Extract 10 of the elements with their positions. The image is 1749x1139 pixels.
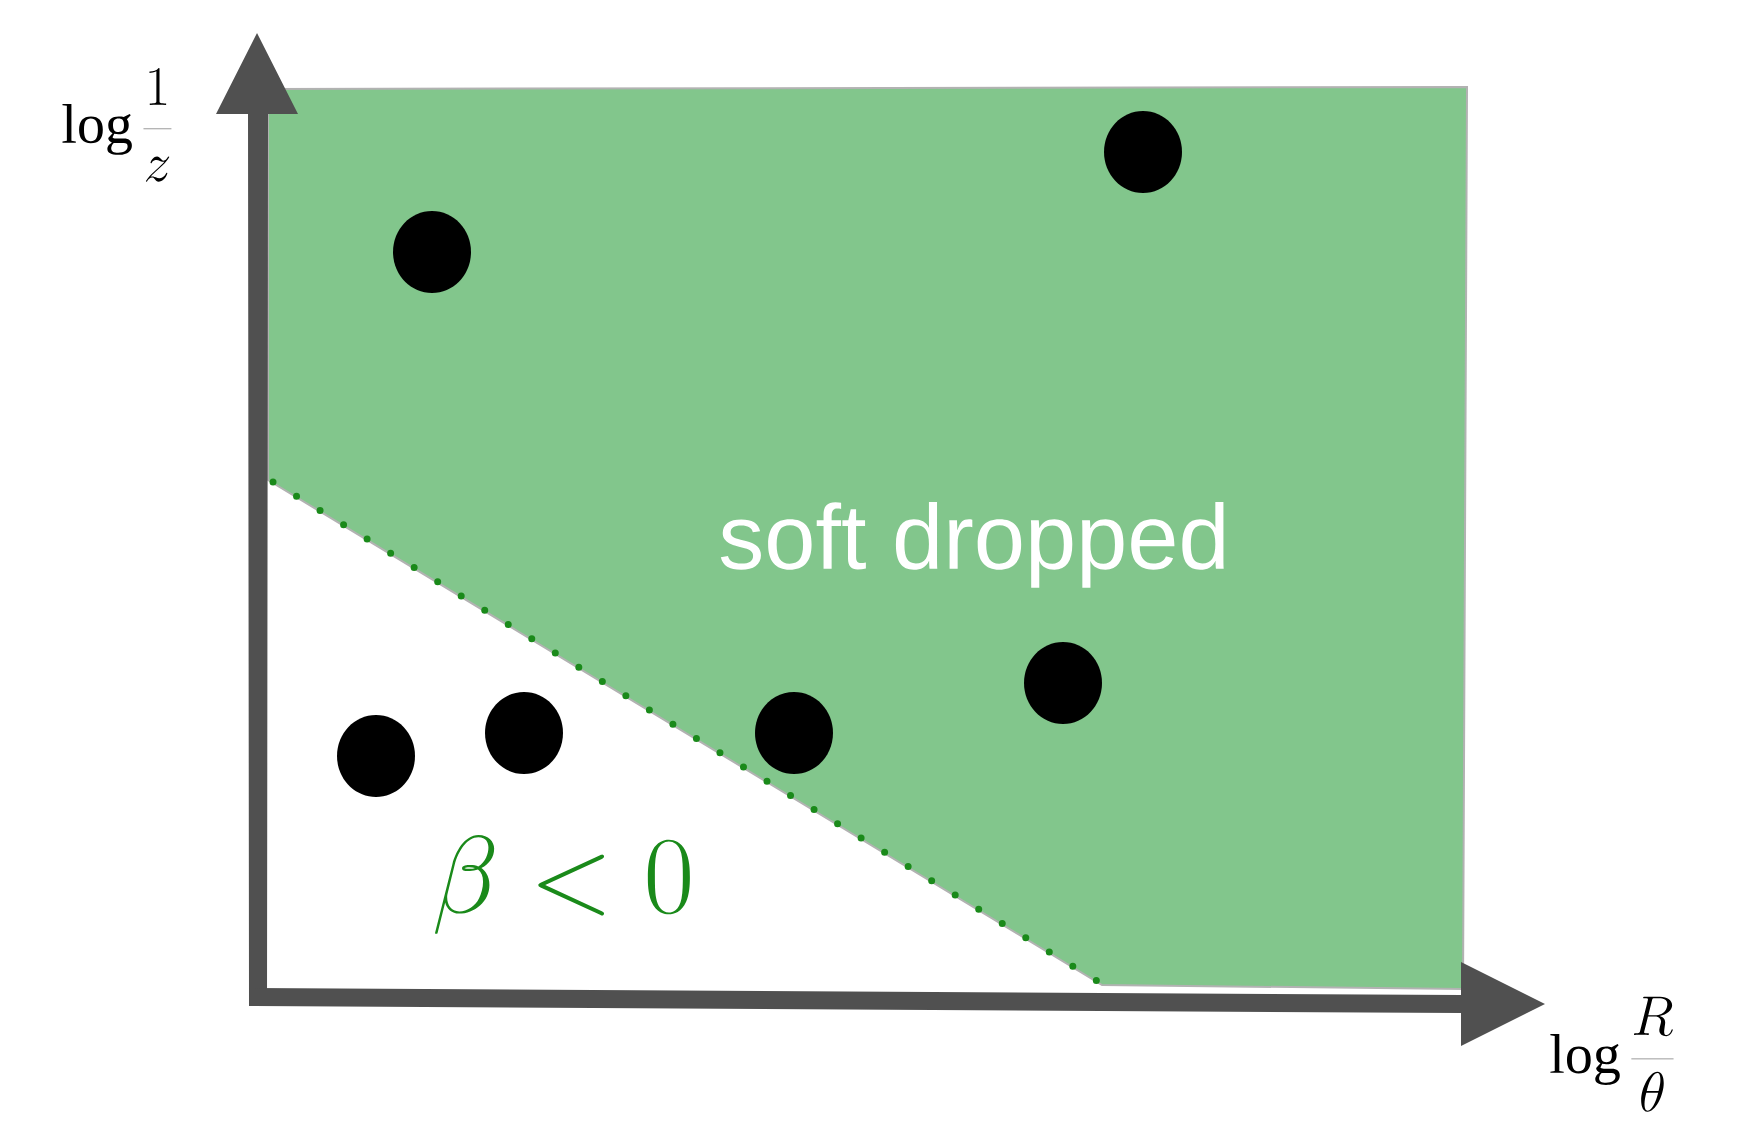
region-label: soft dropped bbox=[720, 502, 1224, 588]
data-point bbox=[1024, 642, 1102, 724]
data-point bbox=[1104, 111, 1182, 193]
data-point bbox=[393, 211, 471, 293]
data-point bbox=[485, 692, 563, 774]
data-point bbox=[337, 715, 415, 797]
condition-label: $\beta<0$ bbox=[435, 834, 690, 934]
axis-label: $\log\frac{1}{z}$ bbox=[62, 67, 172, 182]
data-point bbox=[755, 692, 833, 774]
axis-label: $\log\frac{R}{\theta}$ bbox=[1550, 996, 1674, 1112]
